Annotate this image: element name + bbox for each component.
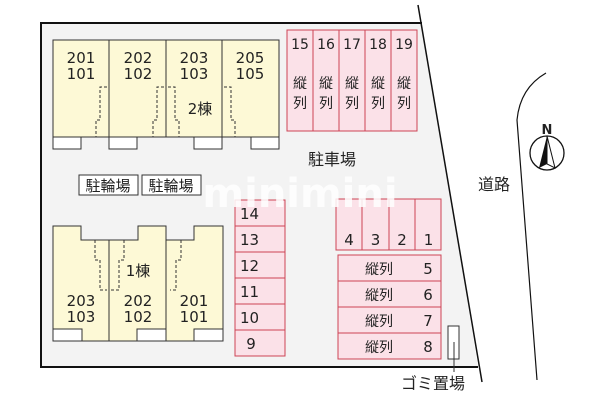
unit-number-lower: 103	[67, 308, 96, 326]
north-arrow-icon: N	[529, 123, 565, 171]
parking-type: 列	[397, 96, 411, 112]
unit-number-upper: 205	[236, 49, 265, 67]
unit-number-upper: 201	[67, 49, 96, 67]
parking-right-small	[335, 198, 442, 251]
unit-number-upper: 202	[124, 292, 153, 310]
road-label: 道路	[478, 175, 510, 194]
bike-parking-2	[141, 174, 202, 196]
parking-type: 縦列	[365, 314, 393, 330]
parking-number: 9	[246, 335, 256, 353]
parking-number: 17	[343, 37, 361, 53]
parking-number: 12	[240, 257, 259, 275]
parking-type: 縦	[397, 76, 411, 92]
garbage-label: ゴミ置場	[401, 374, 465, 393]
unit-number-lower: 102	[124, 65, 153, 83]
parking-number: 14	[240, 205, 259, 223]
parking-number: 18	[369, 37, 387, 53]
parking-right-tandem	[337, 254, 442, 360]
parking-number: 7	[423, 312, 433, 330]
unit-number-lower: 101	[180, 308, 209, 326]
parking-type: 列	[293, 96, 307, 112]
lot-border	[40, 22, 478, 368]
parking-number: 10	[240, 309, 259, 327]
parking-number: 13	[240, 231, 259, 249]
bike-parking-1	[78, 174, 139, 196]
parking-number: 8	[423, 338, 433, 356]
parking-number: 16	[317, 37, 335, 53]
parking-lot-label: 駐車場	[308, 150, 356, 169]
building-name: 1棟	[126, 262, 151, 280]
unit-number-lower: 105	[236, 65, 265, 83]
road-edge-line	[417, 4, 483, 383]
unit-number-lower: 101	[67, 65, 96, 83]
parking-number: 5	[423, 260, 433, 278]
unit-number-upper: 203	[67, 292, 96, 310]
road-curve	[516, 72, 547, 381]
parking-top-row	[286, 29, 418, 132]
unit-number-upper: 201	[180, 292, 209, 310]
parking-number: 1	[424, 231, 434, 249]
unit-number-upper: 202	[124, 49, 153, 67]
parking-type: 縦列	[365, 340, 393, 356]
unit-number-lower: 103	[180, 65, 209, 83]
parking-type: 縦	[319, 76, 333, 92]
building-2	[52, 39, 280, 150]
parking-number: 4	[344, 231, 354, 249]
unit-number-lower: 102	[124, 308, 153, 326]
parking-left-column	[234, 199, 286, 357]
bike-parking-label: 駐輪場	[148, 177, 193, 195]
parking-type: 列	[345, 96, 359, 112]
watermark: minimini	[202, 171, 397, 217]
building-1	[52, 225, 224, 342]
parking-type: 列	[319, 96, 333, 112]
parking-type: 縦列	[365, 262, 393, 278]
bike-parking-label: 駐輪場	[85, 177, 130, 195]
parking-number: 15	[291, 37, 309, 53]
parking-number: 19	[395, 37, 413, 53]
parking-type: 縦	[345, 76, 359, 92]
parking-number: 2	[397, 231, 407, 249]
unit-number-upper: 203	[180, 49, 209, 67]
parking-number: 3	[371, 231, 381, 249]
north-label: N	[542, 123, 553, 138]
parking-type: 縦	[371, 76, 385, 92]
parking-number: 6	[423, 286, 433, 304]
parking-type: 縦列	[365, 288, 393, 304]
parking-type: 列	[371, 96, 385, 112]
parking-number: 11	[240, 283, 259, 301]
parking-type: 縦	[293, 76, 307, 92]
building-name: 2棟	[188, 100, 213, 118]
